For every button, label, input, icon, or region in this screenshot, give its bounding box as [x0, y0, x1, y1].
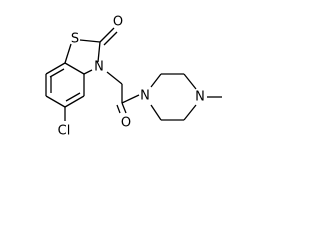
bond-pip-n4-c5: [183, 104, 197, 121]
bond-co-o-double: [116, 104, 121, 114]
bond-c7a-top: [45, 62, 66, 75]
bond-c3a-c7a-top: [64, 62, 85, 75]
structure-drawing: O S N O N N Cl: [45, 15, 222, 139]
bond-s-c2: [79, 39, 101, 43]
bond-c2-o-double: [103, 31, 118, 46]
atom-n-piperazine-4: N: [195, 90, 205, 105]
bond-c2-o: [99, 27, 115, 43]
bond-c7a-top-inner: [49, 68, 65, 78]
atom-cl: Cl: [58, 124, 71, 139]
bond-c2-n3: [97, 41, 101, 63]
bond-n3-ch2: [106, 71, 123, 85]
bond-co-n: [121, 94, 140, 104]
bond-pip-c3-n4: [183, 73, 197, 90]
bond-c5-c6-inner: [65, 92, 81, 102]
atom-labels: O S N O N N Cl: [58, 15, 205, 139]
bonds: [45, 27, 222, 121]
bond-pip-n1-c2: [150, 73, 162, 88]
bond-co-o: [121, 102, 127, 114]
bond-n3-c3a: [83, 69, 93, 75]
bond-c5-c6: [64, 95, 85, 108]
molecule-canvas: O S N O N N Cl: [45, 15, 222, 139]
atom-o-ring-carbonyl: O: [113, 15, 123, 30]
atom-o-amide: O: [121, 116, 131, 131]
bond-c7a-s: [64, 43, 72, 64]
atom-n-ring: N: [94, 60, 104, 75]
bond-pip-c6-n1: [150, 104, 162, 121]
bond-c4-c5: [45, 95, 66, 108]
atom-s: S: [71, 32, 79, 47]
atom-n-piperazine-1: N: [140, 89, 150, 104]
